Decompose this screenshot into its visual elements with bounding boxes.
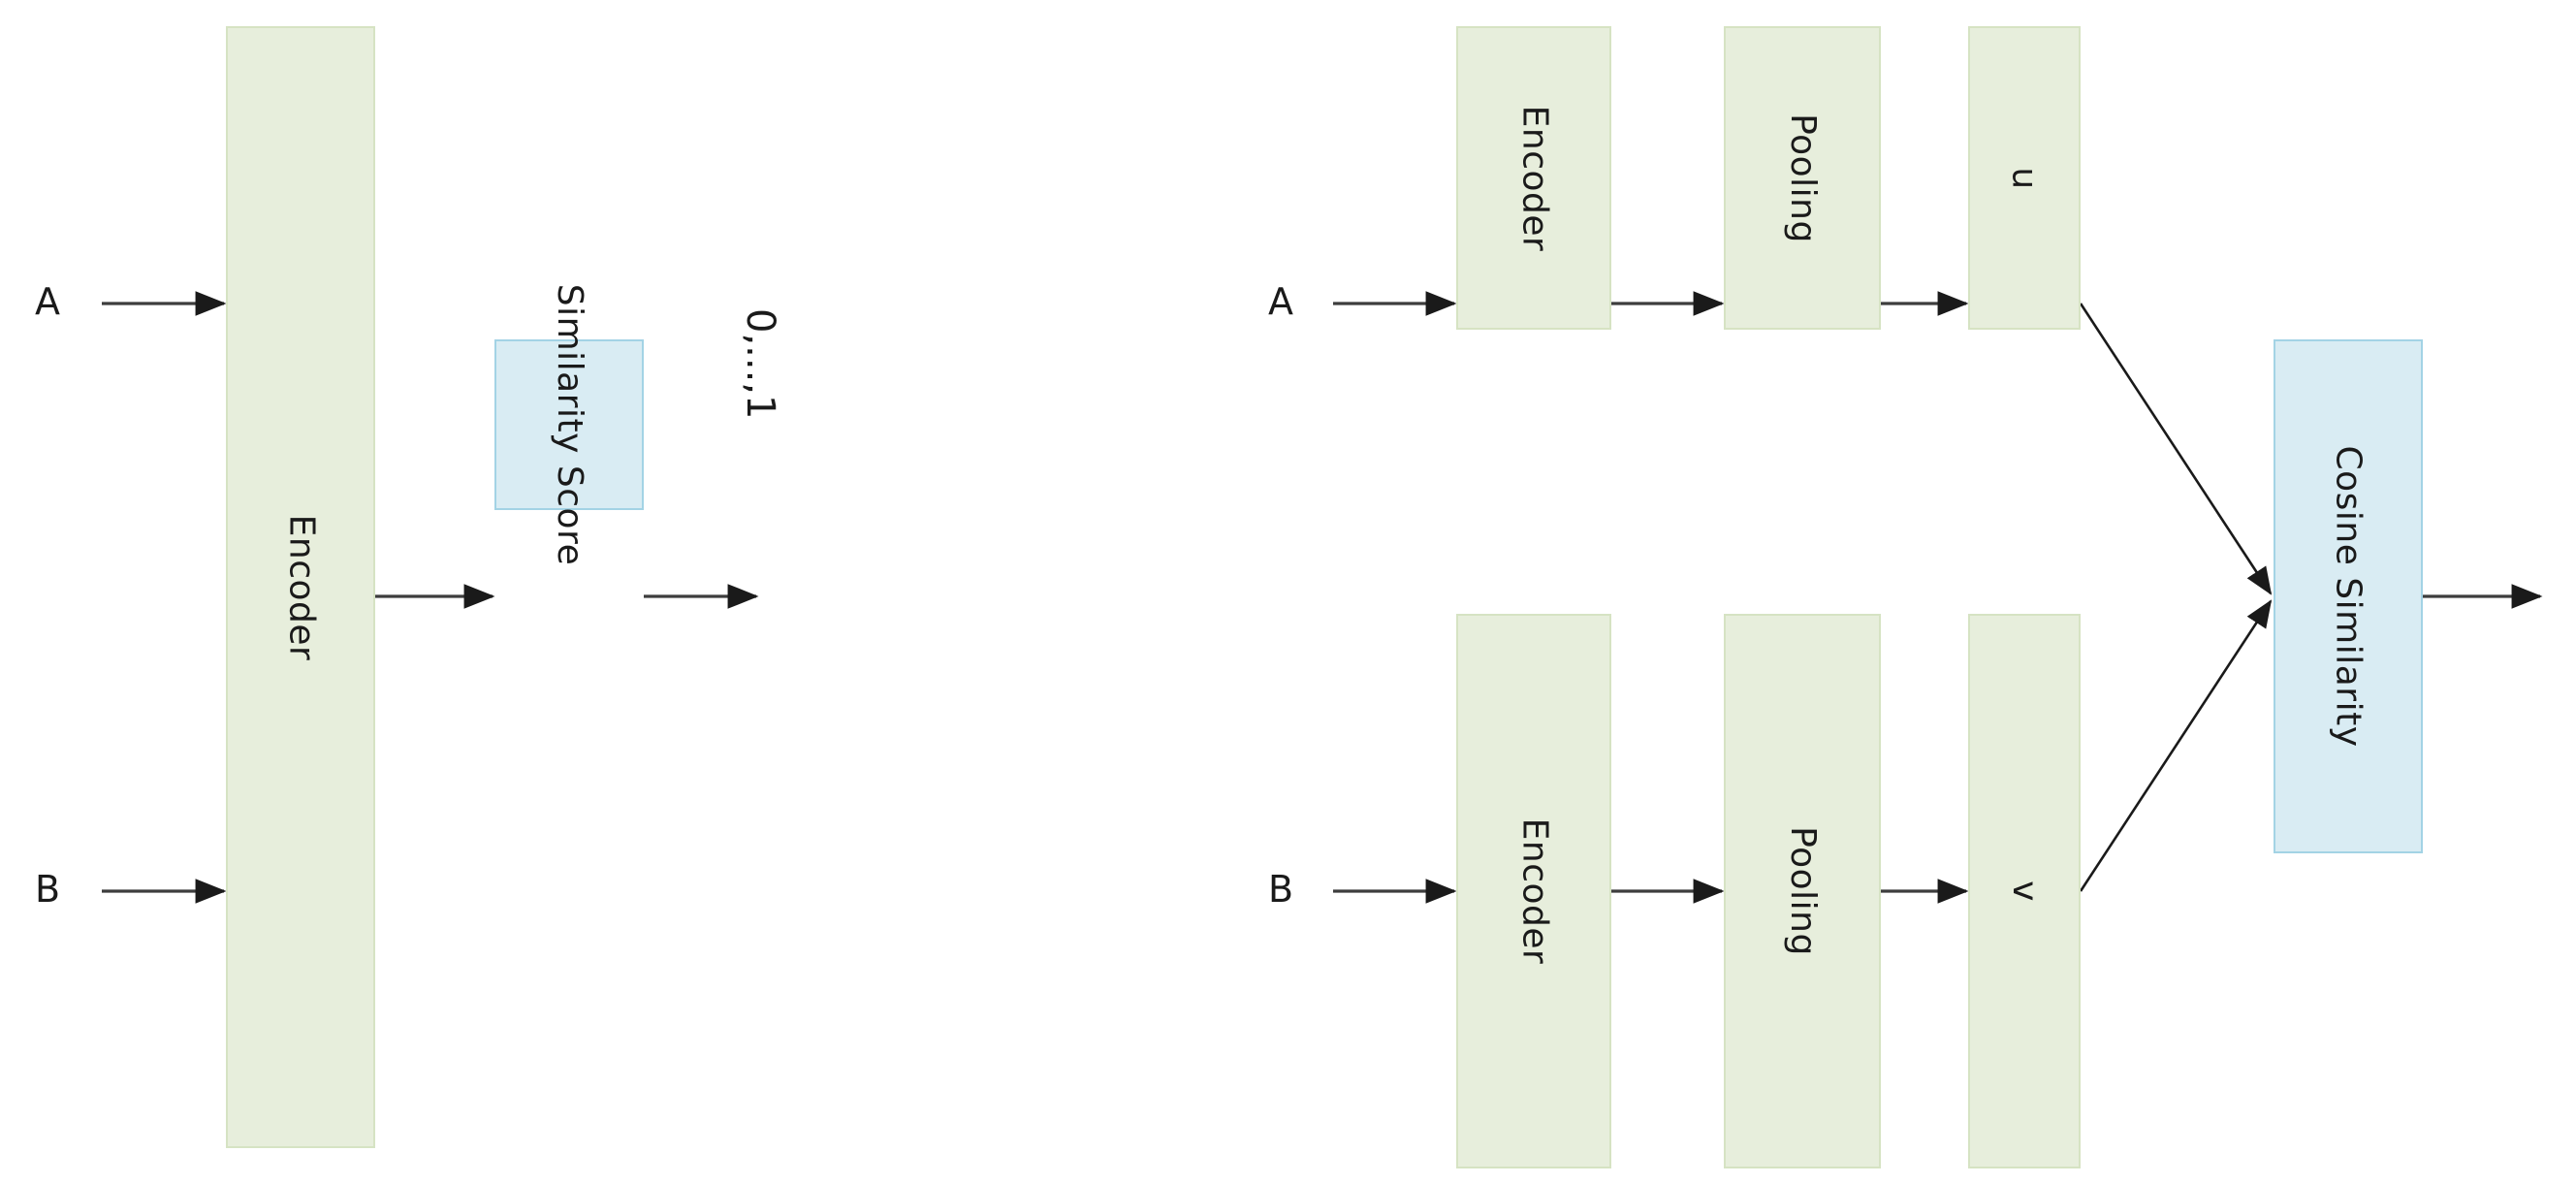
- node-label-pooling-bottom: Pooling: [1783, 826, 1823, 956]
- node-cosine-similarity[interactable]: Cosine Similarity: [2274, 339, 2423, 853]
- node-label-encoder-bottom: Encoder: [1514, 817, 1554, 965]
- input-label-b-left: B: [35, 868, 61, 911]
- output-label-score-range: 0,...,1: [738, 308, 782, 420]
- node-encoder-top[interactable]: Encoder: [1456, 26, 1611, 330]
- edge-u-to-cosine: [2079, 303, 2273, 595]
- node-label-vector-v: v: [2005, 880, 2045, 902]
- node-label-encoder-top: Encoder: [1514, 105, 1554, 251]
- node-label-pooling-top: Pooling: [1783, 112, 1823, 243]
- node-similarity-score[interactable]: Similarity Score: [494, 284, 644, 565]
- edge-v-to-cosine: [2079, 599, 2273, 892]
- node-pooling-bottom[interactable]: Pooling: [1724, 614, 1881, 1168]
- node-label-vector-u: u: [2004, 166, 2045, 190]
- input-label-a-left: A: [35, 280, 60, 323]
- node-vector-v[interactable]: v: [1968, 614, 2081, 1168]
- node-label-encoder-left: Encoder: [281, 514, 321, 660]
- input-label-b-right: B: [1268, 868, 1294, 911]
- node-pooling-top[interactable]: Pooling: [1724, 26, 1881, 330]
- node-label-cosine-similarity: Cosine Similarity: [2329, 445, 2369, 748]
- node-label-similarity-score: Similarity Score: [550, 283, 590, 566]
- node-encoder-bottom[interactable]: Encoder: [1456, 614, 1611, 1168]
- node-vector-u[interactable]: u: [1968, 26, 2081, 330]
- node-encoder-left[interactable]: Encoder: [226, 26, 375, 1148]
- input-label-a-right: A: [1268, 280, 1293, 323]
